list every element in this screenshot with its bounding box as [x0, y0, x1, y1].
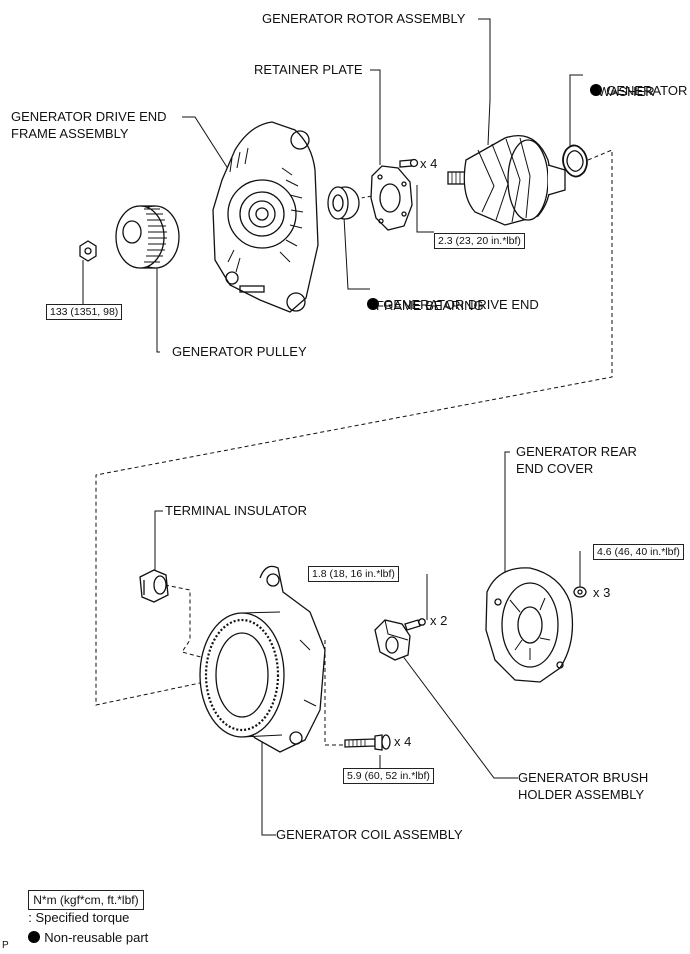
label-drive-end-bearing-line2: FRAME BEARING	[376, 298, 484, 313]
legend-torque-box: N*m (kgf*cm, ft.*lbf)	[28, 890, 144, 910]
generator-rotor	[447, 134, 566, 226]
label-generator-washer: GENERATOR	[583, 67, 687, 99]
drive-end-bearing	[327, 186, 360, 220]
label-brush-holder: GENERATOR BRUSH	[518, 770, 649, 785]
label-coil-assembly: GENERATOR COIL ASSEMBLY	[276, 827, 463, 842]
label-drive-end-frame-line2: FRAME ASSEMBLY	[11, 126, 129, 141]
nonreusable-dot-icon	[590, 84, 603, 96]
leader-lines	[82, 18, 583, 836]
nonreusable-dot-icon	[28, 931, 41, 943]
qty-coil-bolts: x 4	[394, 734, 412, 749]
label-brush-holder-line2: HOLDER ASSEMBLY	[518, 787, 645, 802]
drive-end-frame	[212, 121, 319, 313]
qty-cover-nuts: x 3	[593, 585, 611, 600]
coil-bolt	[344, 734, 391, 751]
assembly-dashed-path	[95, 149, 613, 706]
generator-washer	[562, 144, 588, 178]
insulator-dashed-path	[164, 584, 213, 661]
nonreusable-dot-icon	[367, 298, 380, 310]
torque-retainer-plate: 2.3 (23, 20 in.*lbf)	[434, 233, 525, 249]
coil-bolt-dashed-path	[324, 640, 345, 746]
label-drive-end-bearing: GENERATOR DRIVE END	[360, 281, 539, 313]
torque-coil-assembly: 5.9 (60, 52 in.*lbf)	[343, 768, 434, 784]
cover-nut	[573, 586, 587, 598]
torque-pulley: 133 (1351, 98)	[46, 304, 123, 320]
label-generator-washer-line2: WASHER	[598, 84, 655, 99]
pulley-nut	[79, 240, 97, 262]
label-generator-pulley: GENERATOR PULLEY	[172, 344, 307, 359]
legend-nonreusable-text: Non-reusable part	[44, 930, 149, 945]
legend-specified-torque: N*m (kgf*cm, ft.*lbf) : Specified torque	[21, 874, 144, 926]
rear-end-cover	[485, 567, 574, 683]
legend-nonreusable-part: Non-reusable part	[21, 914, 148, 946]
label-rear-end-cover: GENERATOR REAR	[516, 444, 637, 459]
bearing-dashed-path	[349, 195, 373, 201]
page-marker: P	[2, 940, 9, 951]
brush-screws	[404, 618, 426, 631]
label-terminal-insulator: TERMINAL INSULATOR	[165, 503, 308, 518]
label-rotor-assembly: GENERATOR ROTOR ASSEMBLY	[262, 11, 466, 26]
retainer-plate	[370, 165, 413, 231]
retainer-screw	[399, 158, 419, 168]
label-drive-end-frame: GENERATOR DRIVE END	[11, 109, 167, 124]
torque-rear-cover: 4.6 (46, 40 in.*lbf)	[593, 544, 684, 560]
legend-torque-text: : Specified torque	[28, 910, 130, 925]
qty-brush-screws: x 2	[430, 613, 448, 628]
qty-retainer-screws: x 4	[420, 156, 438, 171]
brush-holder	[374, 619, 411, 661]
torque-brush-holder: 1.8 (18, 16 in.*lbf)	[308, 566, 399, 582]
generator-pulley	[115, 205, 180, 269]
label-rear-end-cover-line2: END COVER	[516, 461, 594, 476]
label-retainer-plate: RETAINER PLATE	[254, 62, 363, 77]
terminal-insulator	[139, 569, 169, 603]
generator-coil	[199, 565, 326, 753]
